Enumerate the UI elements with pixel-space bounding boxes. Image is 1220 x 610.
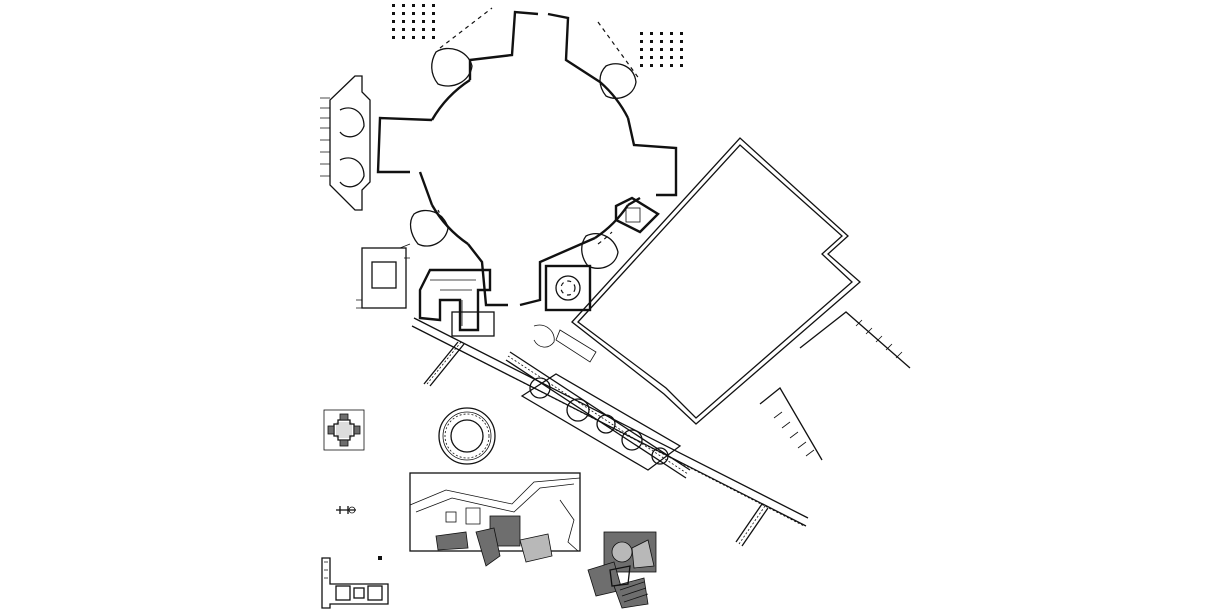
column-dot bbox=[422, 20, 425, 23]
column-dot bbox=[422, 4, 425, 7]
column-dot bbox=[422, 36, 425, 39]
column-dot bbox=[650, 56, 653, 59]
column-dot bbox=[680, 64, 683, 67]
column-dot bbox=[402, 36, 405, 39]
column-dot bbox=[660, 32, 663, 35]
colonnade-axis bbox=[411, 317, 809, 547]
column-dot bbox=[650, 32, 653, 35]
square-tempietto-plan bbox=[323, 409, 365, 451]
column-dot bbox=[412, 28, 415, 31]
cloister-east bbox=[614, 196, 660, 234]
cloister-south bbox=[544, 264, 592, 312]
rotunda-plan bbox=[438, 407, 496, 465]
palace-plan bbox=[321, 556, 389, 609]
column-dot bbox=[660, 64, 663, 67]
column-dot bbox=[402, 4, 405, 7]
column-dot bbox=[680, 56, 683, 59]
rectangular-enclosure bbox=[571, 137, 911, 461]
column-dot bbox=[670, 56, 673, 59]
column-dot bbox=[680, 48, 683, 51]
column-dot bbox=[640, 56, 643, 59]
column-dot bbox=[660, 56, 663, 59]
key-plan bbox=[409, 472, 581, 567]
column-dot bbox=[680, 32, 683, 35]
column-dot bbox=[392, 28, 395, 31]
column-dot bbox=[670, 40, 673, 43]
column-dot bbox=[640, 64, 643, 67]
cruciform-building bbox=[376, 7, 678, 307]
column-dot bbox=[412, 12, 415, 15]
small-glyph-plan bbox=[336, 506, 356, 514]
column-dot bbox=[402, 20, 405, 23]
west-wing bbox=[320, 75, 371, 211]
rooms-south-west bbox=[418, 268, 495, 337]
column-dot bbox=[432, 20, 435, 23]
column-dot bbox=[650, 48, 653, 51]
column-dot bbox=[432, 36, 435, 39]
column-dot bbox=[670, 48, 673, 51]
column-dot bbox=[660, 48, 663, 51]
column-grid-ne bbox=[640, 32, 683, 67]
column-dot bbox=[412, 36, 415, 39]
column-dot bbox=[670, 32, 673, 35]
column-dot bbox=[650, 40, 653, 43]
column-dot bbox=[402, 28, 405, 31]
column-dot bbox=[412, 4, 415, 7]
column-dot bbox=[650, 64, 653, 67]
column-dot bbox=[392, 4, 395, 7]
column-dot bbox=[402, 12, 405, 15]
column-dot bbox=[640, 40, 643, 43]
column-dot bbox=[640, 32, 643, 35]
column-dot bbox=[412, 20, 415, 23]
column-grid-nw bbox=[392, 4, 435, 39]
column-dot bbox=[392, 12, 395, 15]
column-dot bbox=[680, 40, 683, 43]
column-dot bbox=[392, 20, 395, 23]
column-dot bbox=[422, 12, 425, 15]
detail-plan bbox=[587, 531, 657, 609]
column-dot bbox=[392, 36, 395, 39]
column-dot bbox=[432, 28, 435, 31]
column-dot bbox=[670, 64, 673, 67]
column-dot bbox=[660, 40, 663, 43]
column-dot bbox=[432, 4, 435, 7]
column-dot bbox=[640, 48, 643, 51]
column-dot bbox=[432, 12, 435, 15]
courtyard-building-west bbox=[356, 243, 411, 309]
column-dot bbox=[422, 28, 425, 31]
